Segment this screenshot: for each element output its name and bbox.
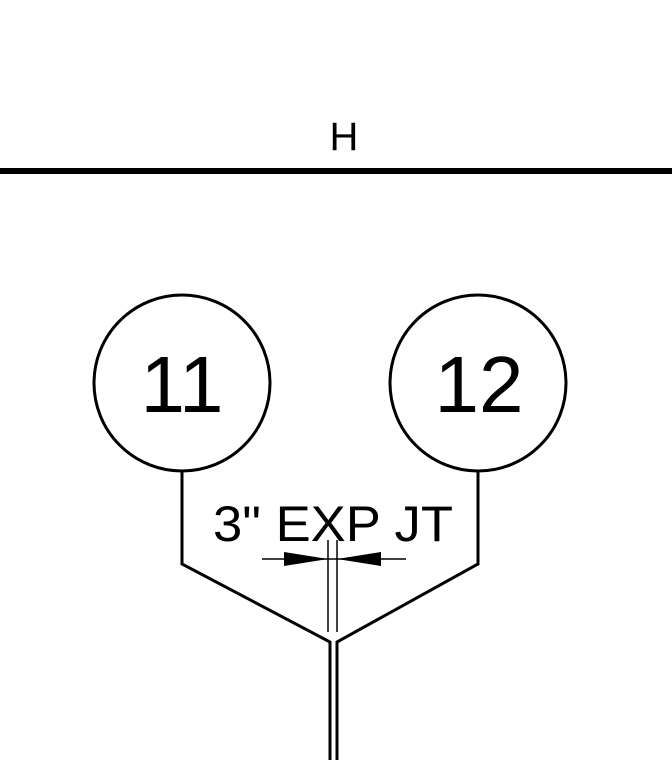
grid-line-label-h: H <box>330 115 359 159</box>
dimension-arrow-right <box>337 552 381 566</box>
grid-bubble-11-label: 11 <box>140 340 223 429</box>
leader-line-right <box>335 471 480 760</box>
expansion-joint-label: 3" EXP JT <box>213 496 453 552</box>
dimension-arrow-left <box>284 552 328 566</box>
grid-bubble-12-label: 12 <box>435 340 524 429</box>
leader-line-left <box>180 471 332 760</box>
